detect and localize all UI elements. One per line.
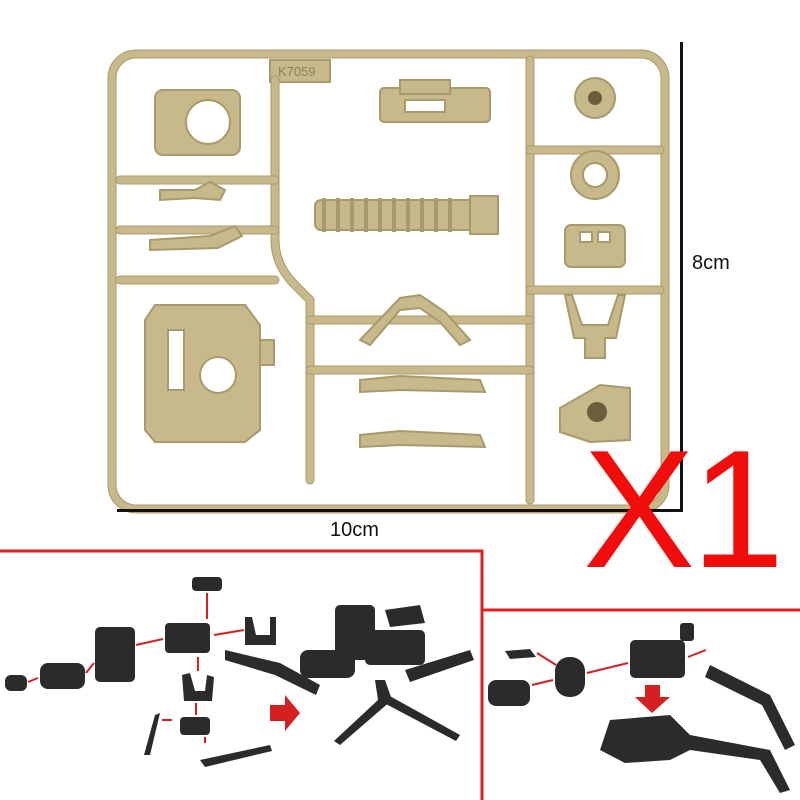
top-cap — [192, 577, 222, 591]
swivel-fork — [182, 673, 214, 701]
gatling-barrel — [488, 680, 530, 706]
tripod-leg-part — [359, 374, 487, 394]
ring-part — [555, 657, 585, 697]
exploded-gatling-gun — [488, 623, 795, 793]
shield-plate-part — [144, 304, 275, 443]
gun-body — [165, 623, 210, 653]
sprue-sheet: .tan { fill: #c8b98a; stroke: #a89a6c; s… — [107, 49, 670, 514]
pivot-part — [559, 383, 631, 444]
tripod-leg-part-2 — [359, 429, 487, 449]
part-code-label: K7059 — [278, 64, 316, 79]
arrow-down-icon — [635, 685, 670, 713]
mount-ring-part — [154, 89, 241, 156]
exploded-machine-gun — [5, 577, 320, 767]
swivel-part — [564, 224, 626, 268]
tripod-base — [180, 717, 210, 735]
shield-part — [95, 627, 135, 682]
tripod-icon — [334, 680, 460, 745]
divider-lines — [0, 549, 800, 800]
clip-part — [159, 180, 227, 202]
ammo-belt-icon — [705, 665, 795, 750]
fork-part — [245, 617, 276, 645]
gun-body-part — [379, 79, 491, 123]
height-label: 8cm — [692, 252, 730, 274]
ring-part — [570, 150, 620, 200]
width-label: 10cm — [330, 519, 379, 541]
part-code-plate — [269, 59, 331, 83]
gatling-barrel-part — [40, 663, 85, 689]
tripod-leg — [144, 713, 160, 755]
width-dimension-line — [117, 509, 683, 512]
assembled-machine-gun — [300, 605, 474, 745]
gatling-gun-icon — [600, 715, 790, 793]
ammo-belt — [225, 650, 320, 695]
curved-bracket-part — [358, 293, 472, 347]
height-dimension-line — [680, 42, 683, 512]
gatling-arrows — [531, 649, 707, 686]
quantity-label: X1 — [583, 415, 784, 603]
fork-part — [563, 294, 627, 359]
barrel-part — [5, 675, 27, 691]
handle-part — [149, 224, 244, 252]
gun-body — [630, 640, 685, 678]
tripod-leg-2 — [200, 745, 272, 767]
assembly-arrows — [27, 593, 245, 743]
gatling-barrel-part — [574, 77, 616, 119]
assembly-diagram — [0, 549, 800, 800]
ammo-belt-part — [314, 195, 499, 235]
arrow-right-icon — [270, 695, 300, 731]
top-cap — [680, 623, 694, 641]
clip-part — [505, 649, 536, 659]
